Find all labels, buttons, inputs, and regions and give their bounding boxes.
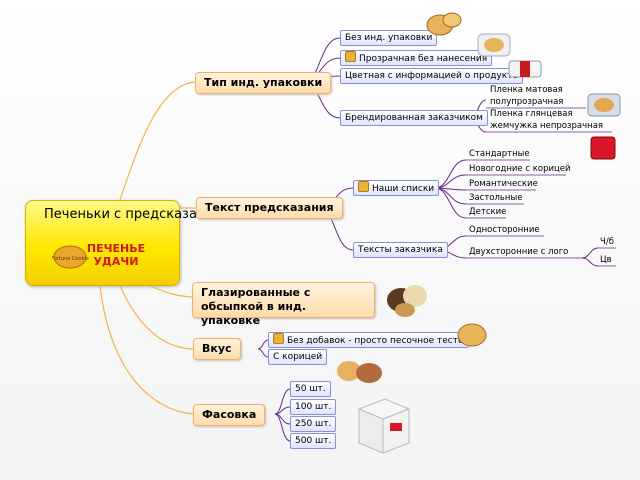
svg-text:ПЕЧЕНЬЕ: ПЕЧЕНЬЕ [87,242,145,255]
transparent-wrapped-cookie-image [477,33,511,57]
main-packing[interactable]: Фасовка [193,404,266,426]
packing-250[interactable]: 250 шт. [290,416,337,432]
main-taste[interactable]: Вкус [193,338,241,360]
thumbs-up-icon [358,181,369,192]
packing-500[interactable]: 500 шт. [290,433,337,449]
svg-text:УДАЧИ: УДАЧИ [94,255,139,268]
logo-bw[interactable]: Ч/б [600,237,614,247]
taste-plain[interactable]: Без добавок - просто песочное тесто [268,332,469,348]
list-romantic[interactable]: Романтические [469,179,538,189]
thumbs-up-icon [273,333,284,344]
list-standard[interactable]: Стандартные [469,149,530,159]
svg-text:Fortune Cookie: Fortune Cookie [52,256,89,262]
pearl-film-cookie-image [590,136,616,160]
taste-cinnamon[interactable]: С корицей [268,349,328,365]
branch-glazed [149,285,193,298]
box-package-image [357,398,411,454]
list-newyear[interactable]: Новогодние с корицей [469,164,571,174]
fortune-cookie-logo: Fortune Cookie ПЕЧЕНЬЕ УДАЧИ [52,242,145,269]
central-title: Печеньки с предсказаниями [44,207,240,222]
branch-taste [119,285,194,350]
list-party[interactable]: Застольные [469,193,523,203]
text-customer[interactable]: Тексты заказчика [353,242,448,258]
main-glazed[interactable]: Глазированные с обсыпкой в инд. упаковке [192,282,375,327]
list-kids[interactable]: Детские [469,207,507,217]
packaging-item-none[interactable]: Без инд. упаковки [340,30,438,46]
matte-film-cookie-image [587,93,621,117]
customer-one-sided[interactable]: Односторонние [469,225,540,235]
packing-100[interactable]: 100 шт. [290,399,337,415]
branded-option-matte[interactable]: Пленка матовая полупрозрачная [490,85,564,107]
plain-cookie-image [457,323,487,347]
packing-50[interactable]: 50 шт. [290,381,331,397]
branch-packaging [119,81,196,201]
packaging-item-colored[interactable]: Цветная с информацией о продукте [340,68,523,84]
glazed-cookie-image [387,285,427,317]
text-our-lists[interactable]: Наши списки [353,180,440,196]
thumbs-up-icon [345,51,356,62]
branch-packing [99,285,194,415]
packaging-item-branded[interactable]: Брендированная заказчиком [340,110,488,126]
packaging-item-transparent[interactable]: Прозрачная без нанесения [340,50,493,66]
main-packaging[interactable]: Тип инд. упаковки [195,72,332,94]
logo-color[interactable]: Цв [600,255,612,265]
main-text[interactable]: Текст предсказания [196,197,343,219]
central-topic[interactable]: Печеньки с предсказаниями Fortune Cookie… [25,200,240,286]
cookie-image [426,12,462,36]
customer-two-sided-logo[interactable]: Двухсторонние с лого [469,247,569,257]
branded-option-glossy[interactable]: Пленка глянцевая жемчужка непрозрачная [490,109,604,131]
color-wrapped-cookie-image [508,60,542,78]
cinnamon-cookie-image [337,361,382,383]
